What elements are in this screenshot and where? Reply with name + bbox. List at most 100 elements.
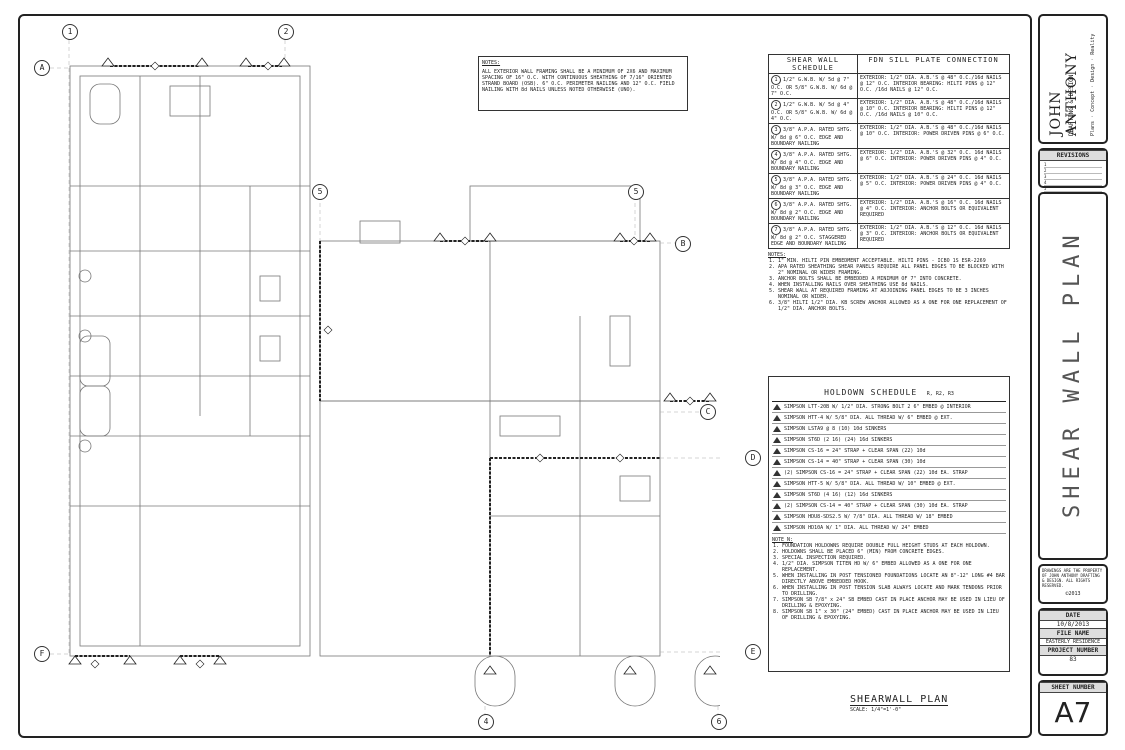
grid-bubble-left-f: F <box>34 646 50 662</box>
revision-row: 1 <box>1044 162 1102 168</box>
holdown-notes: FOUNDATION HOLDOWNS REQUIRE DOUBLE FULL … <box>772 543 1006 621</box>
schedule-note: APA RATED SHEATHING SHEAR PANELS REQUIRE… <box>778 264 1010 276</box>
holdown-note: WHEN INSTALLING IN POST TENSIONED FOUNDA… <box>782 573 1006 585</box>
project-info-block: DATE 10/8/2013 FILE NAME EASTERLY RESIDE… <box>1038 608 1108 676</box>
revision-number: 5 <box>1044 186 1047 191</box>
holdown-item-text: SIMPSON LSTA9 @ 8 (10) 10d SINKERS <box>784 426 887 432</box>
general-notes-box: NOTES: ALL EXTERIOR WALL FRAMING SHALL B… <box>478 56 688 111</box>
holdown-triangle-icon <box>773 437 781 443</box>
holdown-triangle-icon <box>773 426 781 432</box>
schedule-note: ANCHOR BOLTS SHALL BE EMBEDDED A MINIMUM… <box>778 276 1010 282</box>
grid-bubble-bottom-6: 6 <box>711 714 727 730</box>
holdown-item: SIMPSON HD10A W/ 1" DIA. ALL THREAD W/ 2… <box>772 523 1006 534</box>
holdown-triangle-icon <box>773 481 781 487</box>
schedule-row-desc: 1/2" G.W.B. W/ 5d @ 7" O.C. OR 5/8" G.W.… <box>771 77 853 97</box>
revisions-label: REVISIONS <box>1040 150 1106 161</box>
schedule-header-2: FDN SILL PLATE CONNECTION <box>857 54 1010 74</box>
holdown-item: (2) SIMPSON CS-16 = 24" STRAP + CLEAR SP… <box>772 468 1006 479</box>
schedule-note: 1" MIN. HILTI PIN EMBEDMENT ACCEPTABLE. … <box>778 258 1010 264</box>
holdown-item-text: SIMPSON CS-14 = 40" STRAP + CLEAR SPAN (… <box>784 459 926 465</box>
schedule-row-number: 2 <box>771 100 781 110</box>
file-value: EASTERLY RESIDENCE <box>1045 639 1101 645</box>
holdown-triangle-icon <box>773 415 781 421</box>
schedule-row-connection: EXTERIOR: 1/2" DIA. A.B.'S @ 32" O.C. 16… <box>857 148 1010 174</box>
holdown-item: SIMPSON LTT-20B W/ 1/2" DIA. STRONG BOLT… <box>772 402 1006 413</box>
sheet-number-label: SHEET NUMBER <box>1040 682 1106 693</box>
schedule-row-connection: EXTERIOR: 1/2" DIA. A.B.'S @ 48" O.C./16… <box>857 73 1010 99</box>
grid-bubble-bottom-4: 4 <box>478 714 494 730</box>
schedule-note: WHEN INSTALLING NAILS OVER SHEATHING USE… <box>778 282 1010 288</box>
holdown-item-text: SIMPSON HTT-5 W/ 5/8" DIA. ALL THREAD W/… <box>784 481 956 487</box>
revision-row: 4 <box>1044 180 1102 186</box>
plan-scale: SCALE: 1/4"=1'-0" <box>850 707 902 713</box>
schedule-row-desc: 3/8" A.P.A. RATED SHTG. W/ 8d @ 2" O.C. … <box>771 202 853 222</box>
logo-tagline: Plans · Concept · Design · Reality <box>1090 33 1096 136</box>
plan-title-block: SHEARWALL PLAN SCALE: 1/4"=1'-0" <box>850 694 949 713</box>
holdown-item: SIMPSON LSTA9 @ 8 (10) 10d SINKERS <box>772 424 1006 435</box>
copyright-block: DRAWINGS ARE THE PROPERTY OF JOHN ANTHON… <box>1038 564 1108 604</box>
schedule-row-desc: 3/8" A.P.A. RATED SHTG. W/ 8d @ 4" O.C. … <box>771 152 853 172</box>
date-value: 10/8/2013 <box>1056 621 1090 628</box>
revision-row: 5 <box>1044 186 1102 192</box>
grid-bubble-right-c: C <box>700 404 716 420</box>
holdown-item: SIMPSON ST6D (2 16) (24) 16d SINKERS <box>772 435 1006 446</box>
logo-block: JOHN ANTHONY DRAFTING & DESIGN Plans · C… <box>1038 14 1108 144</box>
shear-wall-schedule: SHEAR WALL SCHEDULE FDN SILL PLATE CONNE… <box>768 54 1010 312</box>
holdown-subtitle: R, R2, R3 <box>926 391 954 397</box>
holdown-note: WHEN INSTALLING IN POST TENSION SLAB ALW… <box>782 585 1006 597</box>
holdown-title: HOLDOWN SCHEDULE <box>824 388 918 397</box>
logo-name: JOHN ANTHONY <box>1048 52 1080 136</box>
schedule-row-number: 7 <box>771 225 781 235</box>
holdown-triangle-icon <box>773 525 781 531</box>
plan-title: SHEARWALL PLAN <box>850 694 949 706</box>
holdown-item: (2) SIMPSON CS-14 = 40" STRAP + CLEAR SP… <box>772 501 1006 512</box>
holdown-item-text: SIMPSON LTT-20B W/ 1/2" DIA. STRONG BOLT… <box>784 404 971 410</box>
holdown-note: FOUNDATION HOLDOWNS REQUIRE DOUBLE FULL … <box>782 543 1006 549</box>
grid-bubble-5b: 5 <box>628 184 644 200</box>
schedule-notes: 1" MIN. HILTI PIN EMBEDMENT ACCEPTABLE. … <box>768 258 1010 312</box>
schedule-row-number: 3 <box>771 125 781 135</box>
schedule-row-desc: 3/8" A.P.A. RATED SHTG. W/ 8d @ 3" O.C. … <box>771 177 853 197</box>
holdown-item-text: SIMPSON HD10A W/ 1" DIA. ALL THREAD W/ 2… <box>784 525 929 531</box>
holdown-triangle-icon <box>773 404 781 410</box>
holdown-note: SIMPSON SB 1" x 30" (24" EMBED) CAST IN … <box>782 609 1006 621</box>
holdown-triangle-icon <box>773 448 781 454</box>
holdown-item-text: (2) SIMPSON CS-16 = 24" STRAP + CLEAR SP… <box>784 470 968 476</box>
revision-row: 2 <box>1044 168 1102 174</box>
schedule-header-1: SHEAR WALL SCHEDULE <box>768 54 858 74</box>
holdown-item-text: (2) SIMPSON CS-14 = 40" STRAP + CLEAR SP… <box>784 503 968 509</box>
holdown-item-text: SIMPSON ST6D (2 16) (24) 16d SINKERS <box>784 437 893 443</box>
grid-bubble-top-1: 1 <box>62 24 78 40</box>
copyright-year: ©2013 <box>1065 591 1081 597</box>
revision-number: 1 <box>1044 162 1047 167</box>
holdown-triangle-icon <box>773 470 781 476</box>
schedule-row-number: 1 <box>771 75 781 85</box>
holdown-triangle-icon <box>773 492 781 498</box>
project-label: PROJECT NUMBER <box>1040 645 1106 656</box>
holdown-note: 1/2" DIA. SIMPSON TITEN HD W/ 6" EMBED A… <box>782 561 1006 573</box>
date-label: DATE <box>1040 610 1106 621</box>
holdown-item: SIMPSON CS-14 = 40" STRAP + CLEAR SPAN (… <box>772 457 1006 468</box>
schedule-row-desc: 3/8" A.P.A. RATED SHTG. W/ 8d @ 2" O.C. … <box>771 227 853 247</box>
general-notes-title: NOTES: <box>482 60 501 66</box>
holdown-item: SIMPSON HTT-4 W/ 5/8" DIA. ALL THREAD W/… <box>772 413 1006 424</box>
drawing-sheet: 1 2 A F 5 5 B C D E 4 6 NOTES: ALL EXTER… <box>18 14 1032 738</box>
holdown-item: SIMPSON HTT-5 W/ 5/8" DIA. ALL THREAD W/… <box>772 479 1006 490</box>
schedule-row-connection: EXTERIOR: 1/2" DIA. A.B.'S @ 48" O.C./16… <box>857 123 1010 149</box>
holdown-item: SIMPSON CS-16 = 24" STRAP + CLEAR SPAN (… <box>772 446 1006 457</box>
holdown-note: HOLDOWNS SHALL BE PLACED 6" (MIN) FROM C… <box>782 549 1006 555</box>
grid-bubble-5a: 5 <box>312 184 328 200</box>
general-notes-text: ALL EXTERIOR WALL FRAMING SHALL BE A MIN… <box>482 69 675 93</box>
schedule-row-connection: EXTERIOR: 1/2" DIA. A.B.'S @ 12" O.C. 16… <box>857 223 1010 249</box>
holdown-schedule: HOLDOWN SCHEDULE R, R2, R3 SIMPSON LTT-2… <box>768 376 1010 672</box>
sheet-title-block: SHEAR WALL PLAN <box>1038 192 1108 560</box>
file-label: FILE NAME <box>1040 628 1106 639</box>
logo-subtitle: DRAFTING & DESIGN <box>1068 74 1075 136</box>
floor-plan <box>50 40 720 716</box>
project-value: 83 <box>1069 656 1077 663</box>
